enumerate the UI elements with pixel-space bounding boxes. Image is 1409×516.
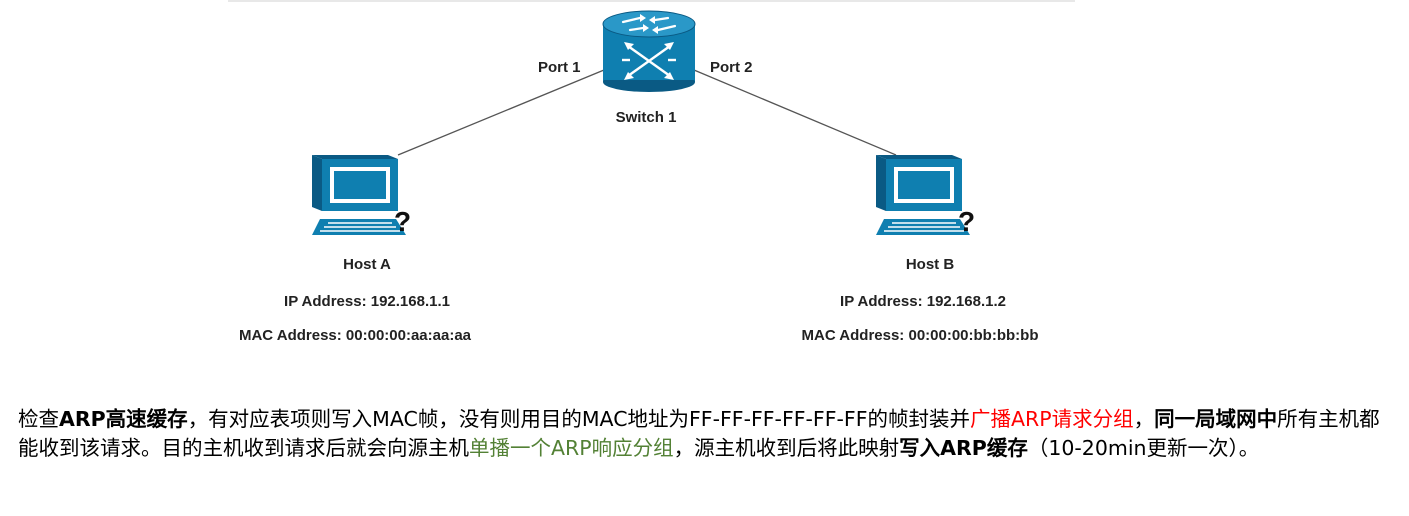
desc-highlight-unicast: 单播一个ARP响应分组 xyxy=(469,436,674,460)
link-host-a-switch xyxy=(397,69,605,156)
desc-bold-arp-cache: ARP高速缓存 xyxy=(59,407,188,431)
desc-bold-same-lan: 同一局域网中 xyxy=(1154,407,1278,431)
svg-text:?: ? xyxy=(958,206,975,237)
host-b-mac: MAC Address: 00:00:00:bb:bb:bb xyxy=(802,327,1039,344)
computer-icon[interactable]: ? xyxy=(312,155,411,237)
port-2-label: Port 2 xyxy=(710,59,753,76)
host-b-label: Host B xyxy=(906,256,955,273)
port-1-label: Port 1 xyxy=(538,59,581,76)
desc-text: ， xyxy=(1133,407,1155,431)
desc-bold-write-cache: 写入ARP缓存 xyxy=(899,436,1028,460)
host-a-ip: IP Address: 192.168.1.1 xyxy=(284,293,450,310)
desc-text: 检查 xyxy=(18,407,59,431)
desc-text: ，有对应表项则写入MAC帧，没有则用目的MAC地址为FF-FF-FF-FF-FF… xyxy=(187,407,970,431)
svg-text:?: ? xyxy=(394,206,411,237)
desc-text: （10-20min更新一次）。 xyxy=(1027,436,1260,460)
computer-icon[interactable]: ? xyxy=(876,155,975,237)
switch-icon[interactable] xyxy=(602,10,696,92)
desc-text: 所有主机都能收到该请求。目的主机收到请求后就会向源主机 xyxy=(18,407,1380,460)
network-diagram: Port 1 Port 2 Switch 1 ? ? xyxy=(228,0,1075,344)
arp-description-paragraph: 检查ARP高速缓存，有对应表项则写入MAC帧，没有则用目的MAC地址为FF-FF… xyxy=(18,405,1393,463)
desc-highlight-broadcast: 广播ARP请求分组 xyxy=(970,407,1134,431)
desc-text: ，源主机收到后将此映射 xyxy=(673,436,900,460)
switch-label: Switch 1 xyxy=(616,109,677,126)
link-host-b-switch xyxy=(693,69,897,156)
host-b-ip: IP Address: 192.168.1.2 xyxy=(840,293,1006,310)
host-a-mac: MAC Address: 00:00:00:aa:aa:aa xyxy=(239,327,472,344)
host-a-label: Host A xyxy=(343,256,391,273)
